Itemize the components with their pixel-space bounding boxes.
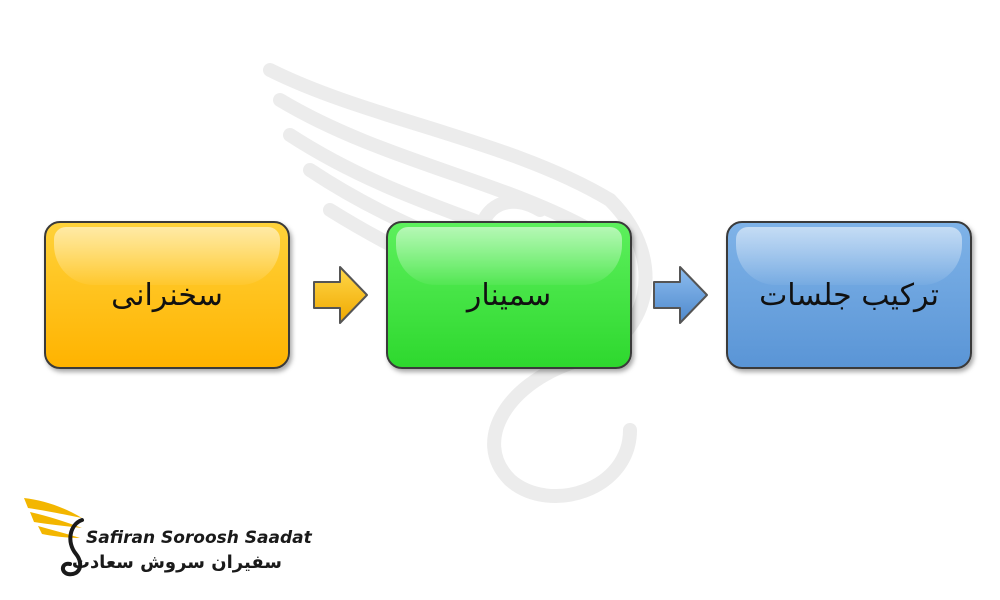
step-label: سخنرانی bbox=[111, 277, 223, 313]
step-box-combined-sessions: ترکیب جلسات bbox=[726, 221, 972, 369]
arrow-right-icon bbox=[313, 266, 368, 324]
step-box-seminar: سمینار bbox=[386, 221, 632, 369]
step-label: ترکیب جلسات bbox=[759, 277, 939, 313]
arrow-right-icon bbox=[653, 266, 708, 324]
safiran-logo-icon bbox=[24, 498, 84, 577]
step-label: سمینار bbox=[466, 277, 552, 313]
logo-name-persian: سفیران سروش سعادت bbox=[71, 552, 282, 573]
step-box-speech: سخنرانی bbox=[44, 221, 290, 369]
logo-name-english: Safiran Soroosh Saadat bbox=[86, 528, 312, 548]
